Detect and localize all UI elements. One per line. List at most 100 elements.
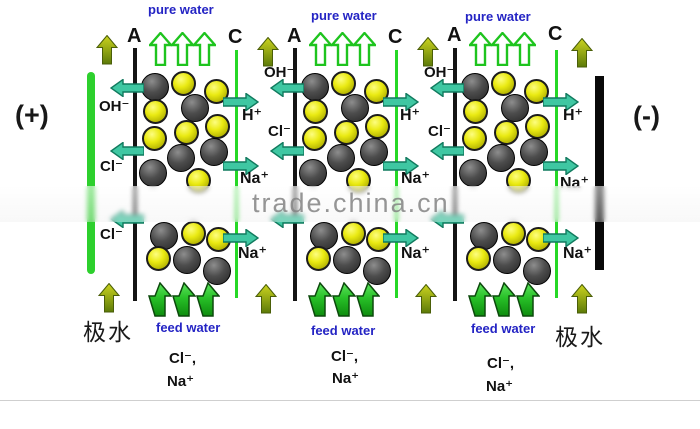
dark-ion-cell2-10 [327, 144, 355, 172]
feed-water-up-arrow-icon-1-1 [148, 282, 172, 317]
flow-label-na-c1: Na⁺ [240, 170, 269, 187]
pure-water-up-arrow-icon-3-3 [513, 32, 536, 66]
negative-electrode-label: (-) [633, 101, 660, 131]
yellow-ion-cell1-6 [204, 113, 230, 139]
cation-membrane-line-2 [395, 50, 398, 298]
cation-flow-arrow-right-1-1 [223, 93, 259, 111]
feed-water-label-3: feed water [471, 321, 536, 336]
dark-ion-cell1-10 [167, 144, 195, 172]
dark-ion-cell2-11 [299, 159, 327, 187]
dark-ion-cell1-1 [141, 73, 169, 101]
yellow-ion-cell2-8 [301, 125, 327, 151]
feed-water-up-arrow-icon-1-2 [172, 282, 196, 317]
pure-water-label-3: pure water [465, 9, 531, 24]
pure-water-label-2: pure water [311, 8, 377, 23]
anion-flow-arrow-left-3-1 [430, 79, 464, 97]
cation-flow-arrow-right-3-1 [543, 93, 579, 111]
cation-flow-arrow-right-3-2 [543, 157, 579, 175]
yellow-ion-cell3-7 [493, 119, 519, 145]
yellow-ion-cell1-2 [170, 70, 196, 96]
flow-label-na2-c3: Na⁺ [563, 245, 592, 262]
feed-ions-na-3: Na⁺ [486, 378, 514, 395]
dark-ion-cell1-18 [203, 257, 231, 285]
concentrate-up-arrow-icon-top-4 [571, 38, 593, 68]
yellow-ion-cell1-7 [173, 119, 199, 145]
yellow-ion-cell1-3 [203, 78, 229, 104]
membrane-label-c3: C [548, 23, 563, 45]
feed-water-up-arrow-icon-3-1 [468, 282, 492, 317]
feed-water-up-arrow-icon-2-2 [332, 282, 356, 317]
yellow-ion-cell2-7 [333, 119, 359, 145]
yellow-ion-cell2-16 [305, 245, 331, 271]
yellow-ion-cell2-4 [302, 98, 328, 124]
flow-label-h-c3: H⁺ [563, 107, 583, 124]
pure-water-up-arrow-icon-1-1 [149, 32, 172, 66]
feed-water-up-arrow-icon-3-3 [516, 282, 540, 317]
yellow-ion-cell3-4 [462, 98, 488, 124]
yellow-ion-cell1-4 [142, 98, 168, 124]
feed-ions-cl-3: Cl⁻, [487, 355, 515, 372]
dark-ion-cell3-17 [493, 246, 521, 274]
dark-ion-cell2-13 [310, 222, 338, 250]
dark-ion-cell3-11 [459, 159, 487, 187]
anion-membrane-line-2 [293, 48, 297, 301]
pure-water-up-arrow-icon-3-2 [491, 32, 514, 66]
membrane-label-a1: A [127, 25, 142, 47]
dark-ion-cell2-5 [341, 94, 369, 122]
cation-flow-arrow-right-1-3 [223, 229, 259, 247]
dark-ion-cell3-1 [461, 73, 489, 101]
anion-flow-arrow-left-1-2 [110, 142, 144, 160]
dark-ion-cell1-5 [181, 94, 209, 122]
dark-ion-cell2-1 [301, 73, 329, 101]
concentrate-up-arrow-icon-bottom-2 [255, 284, 277, 314]
feed-water-label-2: feed water [311, 323, 376, 338]
cation-flow-arrow-right-2-1 [383, 93, 419, 111]
flow-label-cl-a3: Cl⁻ [428, 123, 451, 140]
yellow-ion-cell3-16 [465, 245, 491, 271]
flow-label-na2-c1: Na⁺ [238, 245, 267, 262]
feed-ions-na-2: Na⁺ [332, 370, 360, 387]
dark-ion-cell3-5 [501, 94, 529, 122]
membrane-label-a2: A [287, 25, 302, 47]
pure-water-up-arrow-icon-3-1 [469, 32, 492, 66]
flow-label-oh-a1: OH⁻ [99, 98, 130, 115]
yellow-ion-cell2-2 [330, 70, 356, 96]
positive-electrode-label: (+) [15, 100, 49, 130]
right-electrode-bar [595, 76, 604, 270]
yellow-ion-cell3-2 [490, 70, 516, 96]
cation-flow-arrow-right-1-2 [223, 157, 259, 175]
feed-ions-na-1: Na⁺ [167, 373, 195, 390]
flow-label-na-c2: Na⁺ [401, 170, 430, 187]
yellow-ion-cell1-14 [180, 220, 206, 246]
bottom-divider-line [0, 400, 700, 401]
pure-water-up-arrow-icon-2-3 [353, 32, 376, 66]
flow-label-cl-a2: Cl⁻ [268, 123, 291, 140]
pure-water-up-arrow-icon-2-1 [309, 32, 332, 66]
concentrate-up-arrow-icon-bottom-3 [415, 284, 437, 314]
pure-water-up-arrow-icon-1-3 [193, 32, 216, 66]
pure-water-up-arrow-icon-2-2 [331, 32, 354, 66]
flow-label-oh-a2: OH⁻ [264, 64, 295, 81]
dark-ion-cell2-17 [333, 246, 361, 274]
yellow-ion-cell2-6 [364, 113, 390, 139]
dark-ion-cell2-18 [363, 257, 391, 285]
yellow-ion-cell1-8 [141, 125, 167, 151]
cation-membrane-line-1 [235, 50, 238, 298]
flow-label-cl-a1: Cl⁻ [100, 158, 123, 175]
concentrate-up-arrow-icon-top-1 [96, 35, 118, 65]
anion-flow-arrow-left-2-1 [270, 79, 304, 97]
left-electrode-bar [87, 72, 95, 274]
cation-flow-arrow-right-3-3 [543, 229, 579, 247]
flow-label-h-c2: H⁺ [400, 107, 420, 124]
concentrate-up-arrow-icon-top-3 [417, 37, 439, 67]
cation-flow-arrow-right-2-2 [383, 157, 419, 175]
anion-flow-arrow-left-3-2 [430, 142, 464, 160]
concentrate-up-arrow-icon-top-2 [257, 37, 279, 67]
feed-ions-cl-1: Cl⁻, [169, 350, 197, 367]
flow-label-oh-a3: OH⁻ [424, 64, 455, 81]
cation-flow-arrow-right-2-3 [383, 229, 419, 247]
polar-water-label-left: 极水 [83, 319, 133, 345]
dark-ion-cell1-13 [150, 222, 178, 250]
feed-ions-cl-2: Cl⁻, [331, 348, 359, 365]
